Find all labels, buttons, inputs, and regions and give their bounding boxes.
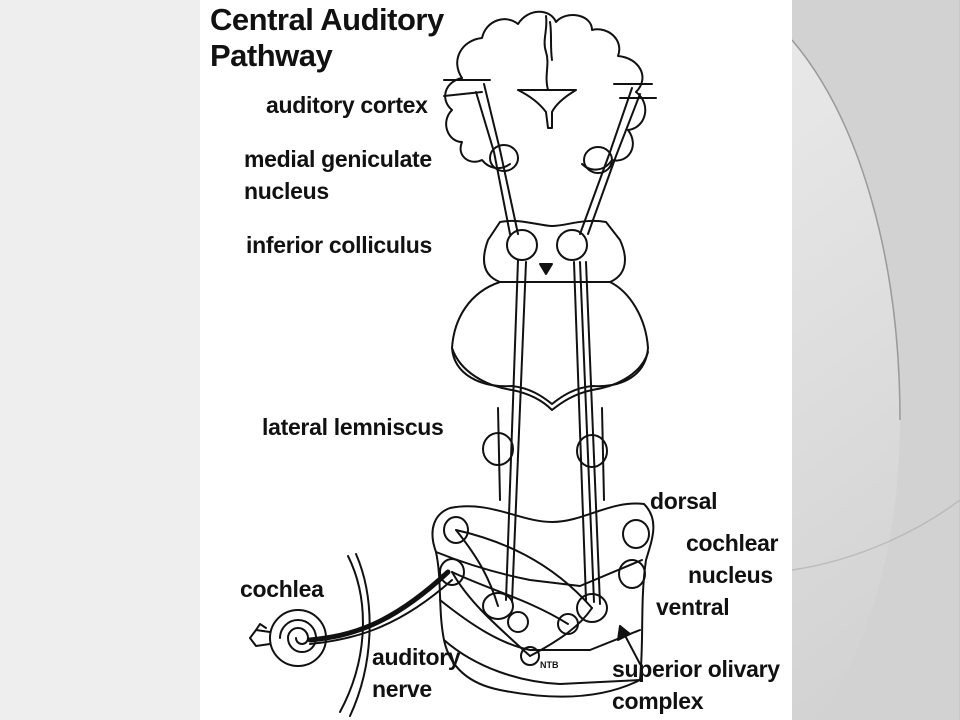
lateral-lemniscus-nucleus-left — [482, 432, 514, 466]
label-lateral-lemniscus: lateral lemniscus — [262, 414, 444, 440]
ntb-nucleus — [520, 646, 540, 666]
pons-outline — [451, 281, 649, 405]
cochlea-spiral — [269, 609, 327, 667]
title-line-2: Pathway — [210, 38, 333, 73]
midbrain-outline — [483, 219, 626, 283]
brain-midline — [543, 15, 549, 91]
label-ntb: NTB — [540, 660, 559, 670]
title-line-1: Central Auditory — [210, 2, 444, 37]
superior-olive-left — [482, 592, 514, 620]
inferior-colliculus-left — [506, 229, 538, 261]
label-nucleus: nucleus — [688, 562, 773, 588]
medial-geniculate-left — [489, 144, 519, 172]
auditory-pathway-diagram — [249, 10, 657, 717]
label-nerve: nerve — [372, 676, 432, 702]
cochlear-nucleus-left-2 — [439, 558, 465, 586]
label-cochlea: cochlea — [240, 576, 324, 602]
inferior-colliculus-right — [556, 229, 588, 261]
label-auditory: auditory — [372, 644, 461, 670]
ventral-cochlear-nucleus-right — [618, 559, 646, 589]
superior-olive-right — [576, 593, 608, 623]
brain-outline — [456, 10, 647, 171]
third-ventricle — [517, 89, 577, 129]
label-inferior-colliculus: inferior colliculus — [246, 232, 433, 258]
label-auditory-cortex: auditory cortex — [266, 92, 428, 118]
lateral-lemniscus-nucleus-right — [576, 434, 608, 468]
label-medial-geniculate: medial geniculate — [244, 146, 432, 172]
label-superior-olivary: superior olivary — [612, 656, 780, 682]
medial-geniculate-right — [583, 146, 613, 174]
label-medial-geniculate-nucleus: nucleus — [244, 178, 329, 204]
label-ventral: ventral — [656, 594, 730, 620]
dorsal-cochlear-nucleus-right — [622, 519, 650, 549]
label-complex: complex — [612, 688, 704, 714]
figure-panel: Central Auditory Pathway auditory cortex… — [200, 0, 792, 720]
label-dorsal: dorsal — [650, 488, 718, 514]
figure-title: Central Auditory Pathway — [210, 2, 444, 74]
cochlear-nucleus-left-1 — [443, 516, 469, 544]
label-cochlear: cochlear — [686, 530, 779, 556]
auditory-nerve — [307, 569, 451, 643]
